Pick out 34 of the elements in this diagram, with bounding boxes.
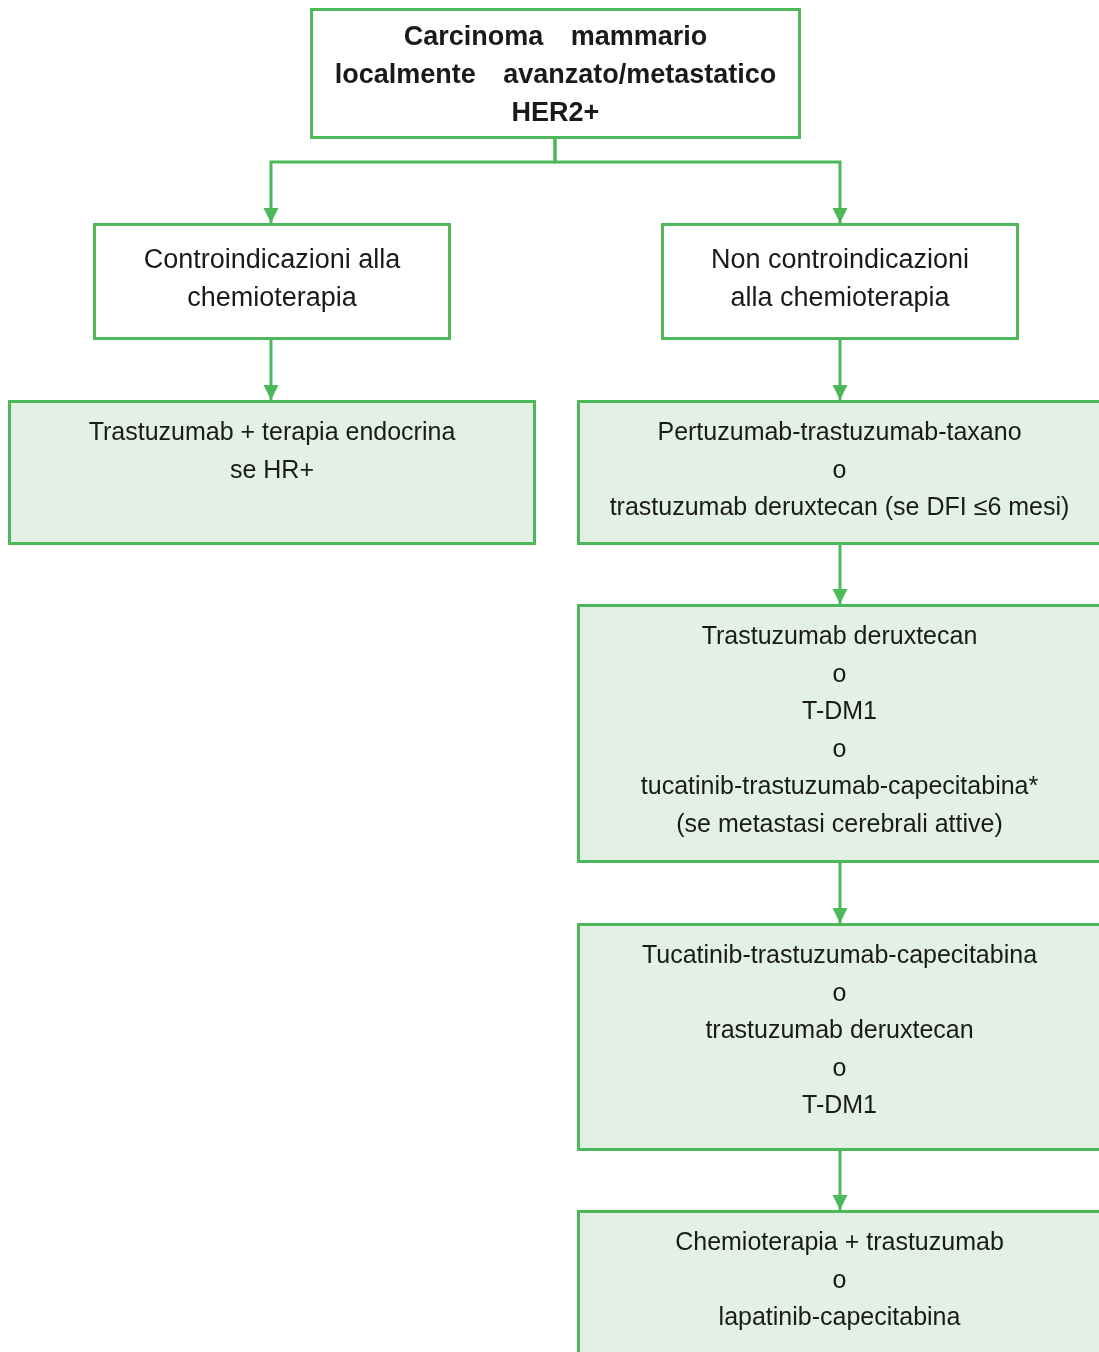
node-text: Trastuzumab deruxtecan <box>701 620 978 651</box>
condition-box <box>661 223 1019 340</box>
node-text: Trastuzumab + terapia endocrina se HR+ <box>87 416 457 485</box>
arrow <box>832 863 848 923</box>
node-text: Tucatinib-trastuzumab-capecitabina <box>641 939 1038 970</box>
node-text: Non controindicazioni alla chemioterapia <box>709 243 971 314</box>
connector-word: o <box>832 976 847 1008</box>
connector-word: o <box>832 657 847 689</box>
arrow <box>263 340 279 400</box>
node-text: lapatinib-capecitabina <box>718 1301 961 1332</box>
node-text: Chemioterapia + trastuzumab <box>675 1226 1004 1257</box>
arrow <box>553 139 848 223</box>
node-text: Controindicazioni alla chemioterapia <box>142 243 402 314</box>
node-text: T-DM1 <box>802 695 877 726</box>
arrow <box>832 545 848 604</box>
connector-word: o <box>832 1263 847 1295</box>
connector-word: o <box>832 732 847 764</box>
therapy-box <box>577 1210 1099 1352</box>
node-text: Pertuzumab-trastuzumab-taxano <box>657 416 1022 447</box>
arrow <box>832 1151 848 1210</box>
node-text: Carcinoma mammario localmente avanzato/metastatico HER2+ <box>333 19 778 129</box>
condition-box <box>93 223 451 340</box>
node-text: trastuzumab deruxtecan <box>705 1014 974 1045</box>
connector-word: o <box>832 1051 847 1083</box>
connector-word: o <box>832 453 847 485</box>
node-text: tucatinib-trastuzumab-capecitabina* (se metastasi cerebrali attive) <box>639 770 1040 839</box>
node-text: trastuzumab deruxtecan (se DFI ≤6 mesi) <box>609 491 1070 522</box>
node-text: T-DM1 <box>802 1089 877 1120</box>
arrow <box>832 340 848 400</box>
therapy-box <box>8 400 536 545</box>
therapy-box <box>577 400 1099 545</box>
title-box <box>310 8 801 139</box>
therapy-box <box>577 604 1099 863</box>
therapy-box <box>577 923 1099 1151</box>
